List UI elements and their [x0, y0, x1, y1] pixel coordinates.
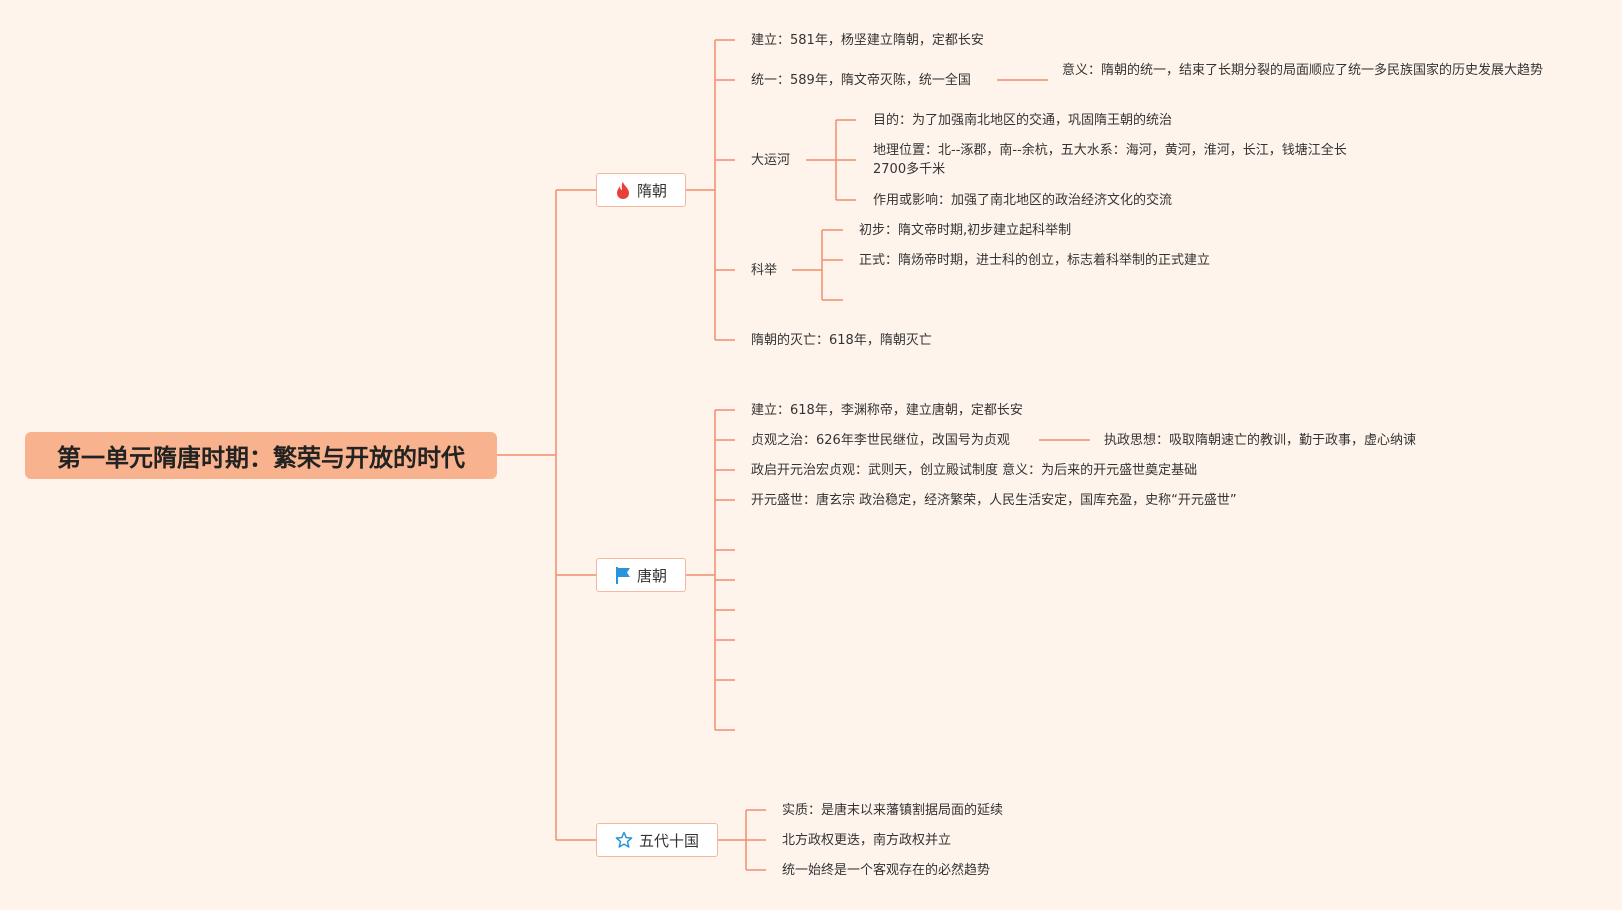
canal-effect: 作用或影响：加强了南北地区的政治经济文化的交流	[873, 193, 1173, 208]
exam-initial: 初步：隋文帝时期,初步建立起科举制	[859, 223, 1072, 238]
branch-sui-label: 隋朝	[636, 181, 667, 200]
sui-found: 建立：581年，杨坚建立隋朝，定都长安	[751, 33, 984, 48]
branch-five-dynasties[interactable]: 五代十国	[596, 823, 718, 857]
flag-icon	[615, 566, 631, 585]
five-unity: 统一始终是一个客观存在的必然趋势	[782, 863, 991, 878]
root-title: 第一单元隋唐时期：繁荣与开放的时代	[57, 444, 465, 472]
tang-kaiyuan: 开元盛世：唐玄宗 政治稳定，经济繁荣，人民生活安定，国库充盈，史称“开元盛世”	[751, 493, 1237, 508]
canal-location: 地理位置：北--涿郡，南--余杭，五大水系：海河，黄河，淮河，长江，钱塘江全长2…	[873, 143, 1347, 177]
root-topic[interactable]: 第一单元隋唐时期：繁荣与开放的时代	[25, 432, 497, 479]
tang-found: 建立：618年，李渊称帝，建立唐朝，定都长安	[751, 403, 1023, 418]
tang-wuzetian: 政启开元治宏贞观：武则天，创立殿试制度 意义：为后来的开元盛世奠定基础	[751, 463, 1198, 478]
branch-five-label: 五代十国	[638, 831, 699, 850]
branch-tang[interactable]: 唐朝	[596, 558, 686, 592]
tang-zhenguan: 贞观之治：626年李世民继位，改国号为贞观	[751, 433, 1010, 448]
tang-zhenguan-idea: 执政思想：吸取隋朝速亡的教训，勤于政事，虚心纳谏	[1104, 433, 1417, 448]
canal-purpose: 目的：为了加强南北地区的交通，巩固隋王朝的统治	[873, 113, 1173, 128]
fire-icon	[615, 181, 631, 200]
sui-canal: 大运河	[751, 153, 791, 168]
five-essence: 实质：是唐末以来藩镇割据局面的延续	[782, 803, 1004, 818]
branch-sui[interactable]: 隋朝	[596, 173, 686, 207]
five-north-south: 北方政权更迭，南方政权并立	[782, 833, 952, 848]
sui-unify-meaning: 意义：隋朝的统一，结束了长期分裂的局面顺应了统一多民族国家的历史发展大趋势	[1062, 63, 1544, 78]
sui-unify: 统一：589年，隋文帝灭陈，统一全国	[751, 73, 971, 88]
sui-exam: 科举	[751, 263, 778, 278]
branch-tang-label: 唐朝	[636, 566, 667, 585]
sui-fall: 隋朝的灭亡：618年，隋朝灭亡	[751, 333, 932, 348]
star-icon	[615, 831, 633, 849]
exam-formal: 正式：隋炀帝时期，进士科的创立，标志着科举制的正式建立	[859, 253, 1211, 268]
